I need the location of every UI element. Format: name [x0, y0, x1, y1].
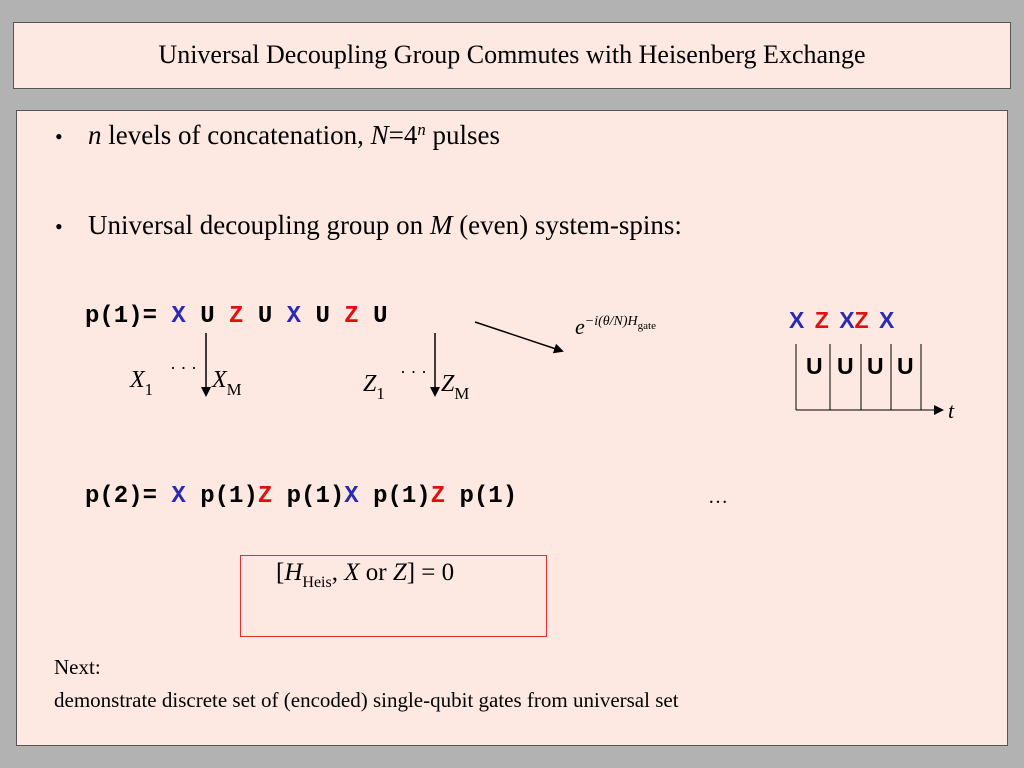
- timeline-pulse: Z: [854, 307, 869, 333]
- timeline-u-1: U: [806, 353, 823, 379]
- timeline-u-3: U: [867, 353, 884, 379]
- bullet-2-text1: Universal decoupling group on: [88, 210, 430, 240]
- p1-sequence: p(1)= X U Z U X U Z U: [85, 303, 388, 330]
- commutator-equation: [HHeis, X or Z] = 0: [276, 559, 455, 592]
- title-panel: Universal Decoupling Group Commutes with…: [13, 22, 1011, 89]
- annotation-z-dots: · · ·: [400, 362, 427, 382]
- gate-exponential: e−i(θ/N)Hgate: [575, 314, 656, 339]
- p2-ellipsis: …: [708, 486, 728, 508]
- bullet-dot: •: [55, 214, 63, 239]
- p1-token: U: [200, 303, 215, 330]
- timeline-top-row: X Z XZ X: [789, 307, 894, 334]
- var-n: n: [88, 120, 102, 150]
- var-M: M: [429, 210, 453, 240]
- timeline-pulse: X: [878, 307, 895, 333]
- pulse-timeline: [795, 344, 944, 415]
- p1-token: Z: [229, 303, 244, 330]
- timeline-pulse: X: [839, 307, 855, 333]
- slide-title: Universal Decoupling Group Commutes with…: [158, 40, 866, 69]
- bullet-2-text2: (even) system-spins:: [452, 210, 682, 240]
- p1-token: X: [286, 303, 302, 330]
- next-text: demonstrate discrete set of (encoded) si…: [54, 688, 679, 712]
- timeline-pulse: Z: [814, 307, 829, 333]
- content-panel: [16, 110, 1008, 746]
- commutator-box: [HHeis, X or Z] = 0: [240, 555, 547, 637]
- timeline-u-4: U: [897, 353, 914, 379]
- timeline-axis-label: t: [948, 398, 955, 423]
- p1-token: U: [315, 303, 330, 330]
- annotation-z-m: ZM: [441, 371, 470, 403]
- p1-label: p(1)=: [85, 303, 158, 330]
- annotation-x-dots: · · ·: [170, 358, 197, 378]
- var-N: N: [370, 120, 389, 150]
- timeline-u-2: U: [837, 353, 854, 379]
- next-label: Next:: [54, 655, 101, 679]
- p1-token: X: [171, 303, 186, 330]
- p2-sequence: p(2)= X p(1)Z p(1)X p(1)Z p(1): [85, 483, 518, 510]
- bullet-1-text2: =4: [388, 120, 418, 150]
- arrow-gate: [474, 321, 564, 354]
- timeline-pulse: X: [789, 307, 805, 333]
- bullet-1-text1: levels of concatenation,: [101, 120, 371, 150]
- p1-token: Z: [344, 303, 359, 330]
- bullet-dot: •: [55, 124, 63, 149]
- annotation-x-range: X1: [130, 367, 154, 399]
- exponent-n: n: [417, 119, 426, 139]
- p1-token: U: [257, 303, 273, 330]
- annotation-x-m: XM: [212, 367, 242, 399]
- p2-label: p(2)=: [85, 483, 158, 510]
- bullet-1-text3: pulses: [425, 120, 501, 150]
- annotation-z-range: Z1: [363, 371, 385, 403]
- p1-token: U: [373, 303, 388, 330]
